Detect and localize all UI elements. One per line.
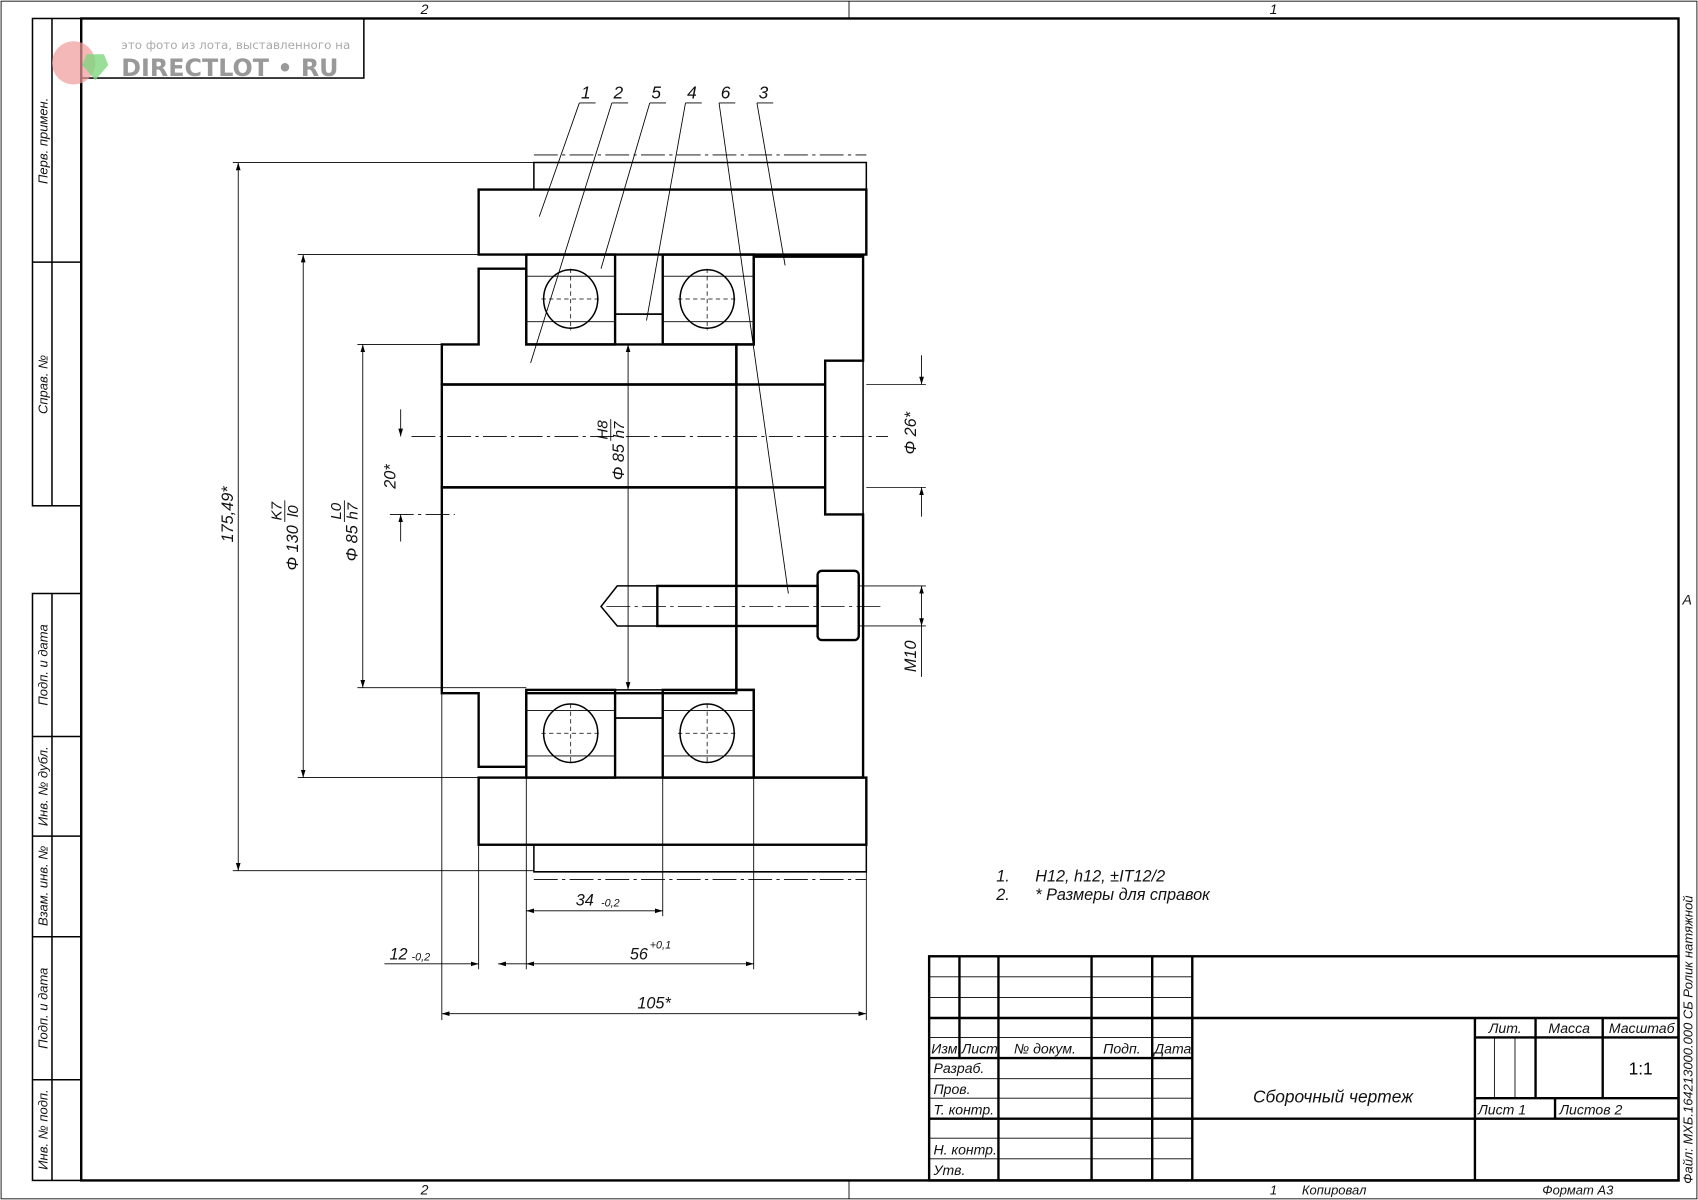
dim-overall-dia: 175,49* (219, 486, 237, 543)
dim-130-symbol: Φ 130 (284, 525, 302, 570)
gem-logo-icon (82, 54, 109, 81)
balloon-label: 1 (581, 83, 591, 103)
side-label: Подп. и дата (36, 968, 51, 1049)
title-block: Изм. Лист № докум. Подп. Дата Разраб. Пр… (927, 955, 1680, 1198)
file-label: Файл: МХБ.164213000.000 СБ Ролик натяжно… (1681, 895, 1696, 1183)
dim-34: 34 (576, 891, 594, 909)
mass-label: Масса (1548, 1020, 1590, 1036)
lit-label: Лит. (1488, 1020, 1522, 1036)
note-number: 1. (996, 868, 1010, 886)
sheet-count: Листов 2 (1558, 1101, 1622, 1117)
dim-105: 105* (637, 994, 671, 1012)
inner-spacer (614, 313, 664, 346)
header-izm: Изм. (931, 1041, 961, 1057)
zone-label: 1 (1270, 1, 1278, 17)
side-label: Инв. № подп. (36, 1089, 51, 1169)
dim-12-tol: -0,2 (412, 952, 431, 964)
scale-value: 1:1 (1629, 1058, 1653, 1078)
role-label: Н. контр. (933, 1141, 996, 1157)
part-bolt (600, 569, 883, 642)
part-outer-ring (477, 154, 868, 880)
side-label: Справ. № (36, 355, 51, 414)
zone-label: 2 (420, 1182, 429, 1198)
side-label: Взам. инв. № (36, 846, 51, 926)
copied-number: 1 (1270, 1183, 1277, 1198)
dimensions: 175,49* Φ 130 K7 l0 Φ 85 L0 h7 Φ 85 H8 h… (219, 162, 926, 1021)
dim-34-tol: -0,2 (601, 897, 620, 909)
header-list: Лист (961, 1041, 998, 1057)
part-balloons: 1 2 5 4 6 3 (530, 83, 789, 594)
header-sign: Подп. (1103, 1041, 1140, 1057)
note-text: H12, h12, ±IT12/2 (1035, 868, 1165, 886)
scale-label: Масштаб (1609, 1020, 1676, 1036)
dim-pocket-dia: Φ 26* (902, 411, 920, 454)
side-strip: Перв. примен. Справ. № Подп. и дата Инв.… (36, 98, 51, 1170)
dim-85-fit-upper: L0 (328, 502, 345, 519)
part-cover (389, 255, 888, 779)
side-label: Перв. примен. (36, 98, 51, 184)
balloon-label: 5 (651, 83, 661, 103)
bearing-top (525, 253, 755, 346)
dim-56-tol: +0,1 (650, 940, 671, 952)
balloon-label: 4 (687, 83, 697, 103)
dim-85-symbol: Φ 85 (343, 524, 361, 561)
copied-label: Копировал (1302, 1183, 1367, 1198)
dim-thread: M10 (902, 641, 920, 673)
balloon-label: 2 (613, 83, 624, 103)
dim-56: 56 (630, 946, 649, 964)
role-label: Пров. (933, 1081, 970, 1097)
dim-bore-fit-lower: h7 (611, 421, 628, 438)
dim-85-fit-lower: h7 (344, 502, 361, 519)
squirrel-logo-icon (51, 41, 96, 85)
dim-bolt-offset: 20* (381, 464, 399, 490)
balloon-label: 6 (721, 83, 731, 103)
sheet-number: Лист 1 (1477, 1101, 1526, 1117)
technical-notes: 1. H12, h12, ±IT12/2 2. * Размеры для сп… (995, 868, 1211, 904)
dim-130-fit-lower: l0 (285, 505, 302, 517)
note-number: 2. (995, 886, 1010, 904)
note-text: * Размеры для справок (1035, 886, 1211, 904)
side-label: Инв. № дубл. (36, 746, 51, 826)
format-label: Формат А3 (1542, 1183, 1614, 1198)
bearing-bottom (525, 688, 755, 779)
dim-bore-fit-upper: H8 (595, 420, 612, 440)
zone-label: 2 (420, 1, 429, 17)
role-label: Т. контр. (933, 1101, 994, 1117)
outer-spacer (614, 253, 664, 315)
dim-130-fit-upper: K7 (269, 501, 286, 520)
watermark-caption: это фото из лота, выставленного на (121, 38, 350, 52)
balloon-label: 3 (759, 83, 769, 103)
watermark-brand: DIRECTLOT • RU (121, 54, 338, 82)
document-title: Сборочный чертеж (1253, 1086, 1414, 1106)
dim-12: 12 (389, 946, 407, 964)
header-date: Дата (1152, 1041, 1191, 1057)
watermark: это фото из лота, выставленного на DIREC… (51, 38, 350, 85)
zone-label: A (1681, 591, 1691, 607)
role-label: Утв. (932, 1162, 965, 1178)
role-label: Разраб. (933, 1060, 984, 1076)
dim-bore-symbol: Φ 85 (610, 443, 628, 480)
header-doc-num: № докум. (1014, 1041, 1076, 1057)
side-label: Подп. и дата (36, 624, 51, 705)
